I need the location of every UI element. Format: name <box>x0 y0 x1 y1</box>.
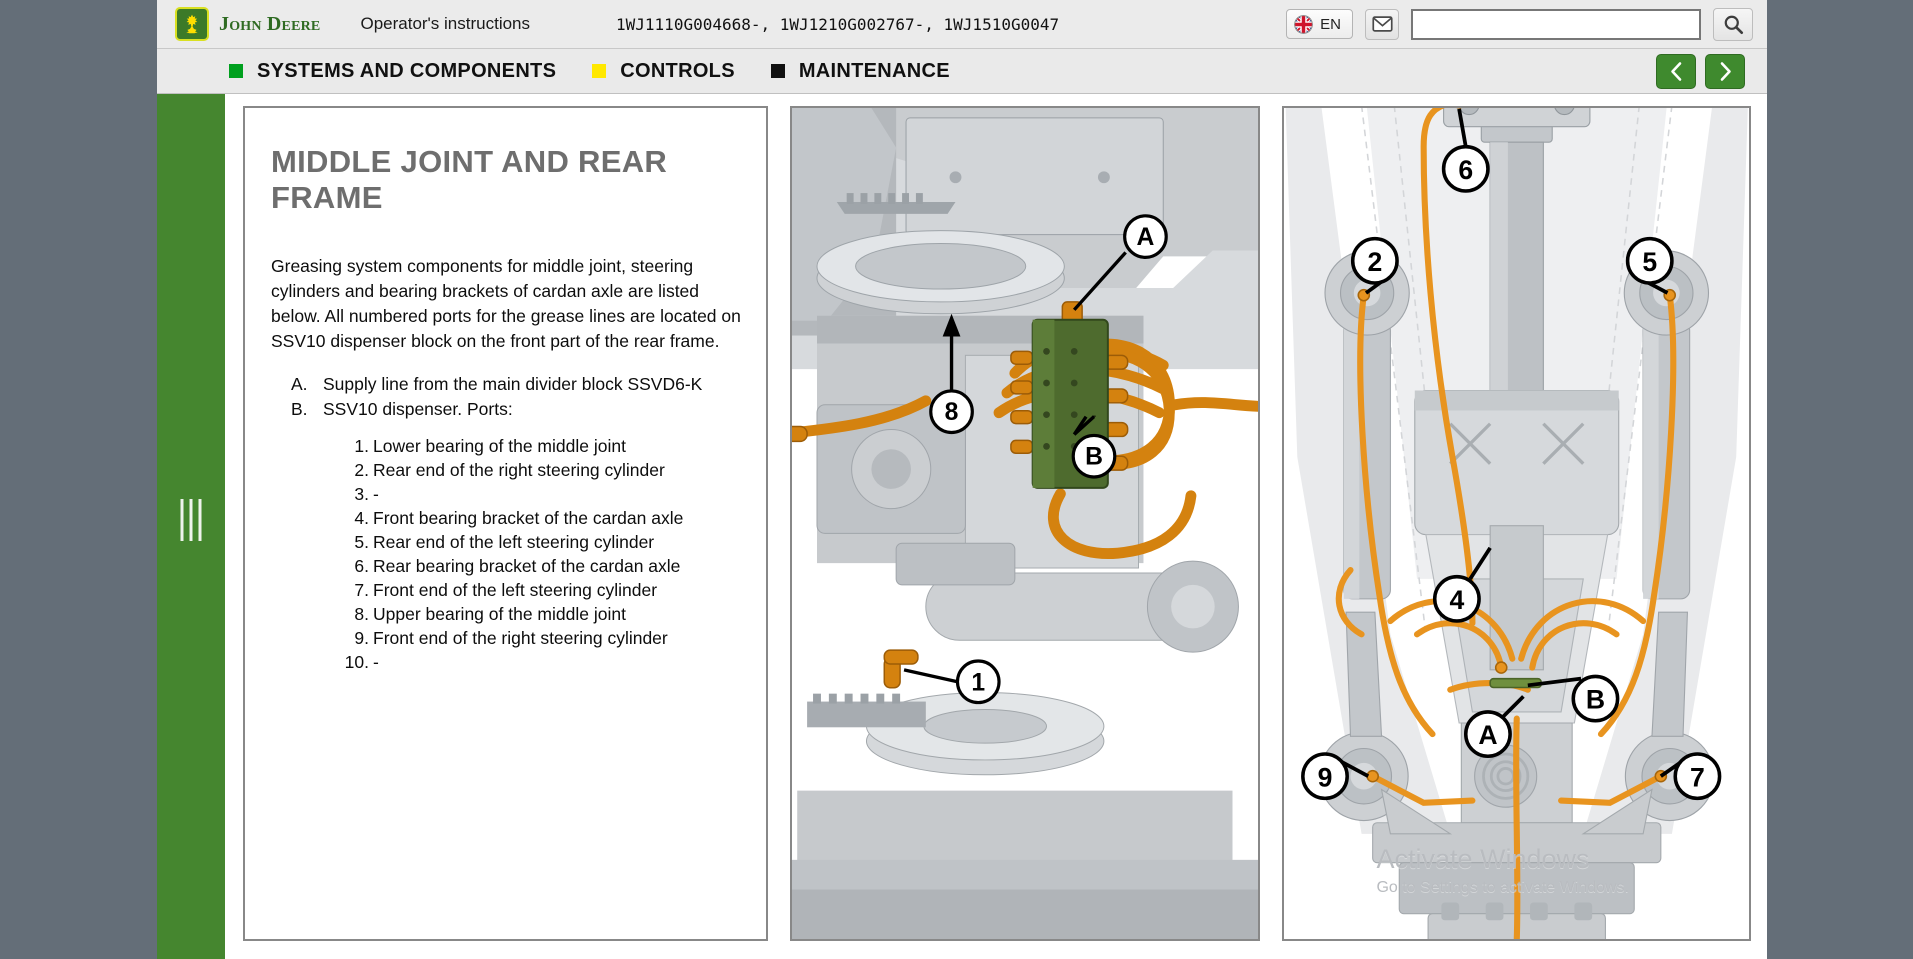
list-text: Supply line from the main divider block … <box>323 373 703 394</box>
list-text: Upper bearing of the middle joint <box>373 603 626 624</box>
text-pane: MIDDLE JOINT AND REAR FRAME Greasing sys… <box>243 106 768 941</box>
deer-logo-icon <box>175 7 209 41</box>
list-text: Front end of the left steering cylinder <box>373 579 658 600</box>
envelope-icon[interactable] <box>1365 8 1399 40</box>
callout-label: 8 <box>945 399 959 426</box>
tab-label: MAINTENANCE <box>798 59 950 82</box>
list-item: 2. Rear end of the right steering cylind… <box>335 459 744 483</box>
list-text: Rear bearing bracket of the cardan axle <box>373 555 681 576</box>
list-marker: B. <box>291 398 308 419</box>
list-text: SSV10 dispenser. Ports: <box>323 398 513 419</box>
list-marker: 9. <box>354 627 369 648</box>
list-text: - <box>373 651 379 672</box>
search-button[interactable] <box>1713 7 1753 41</box>
list-item: 9. Front end of the right steering cylin… <box>335 627 744 651</box>
nav-items: SYSTEMS AND COMPONENTS CONTROLS MAINTENA… <box>157 60 950 83</box>
list-marker: A. <box>291 373 308 394</box>
previous-page-button[interactable] <box>1656 53 1696 89</box>
figure-rear-frame-grease-lines[interactable]: 6 2 5 4 <box>1281 106 1751 941</box>
list-marker: 7. <box>354 579 369 600</box>
list-text: Rear end of the left steering cylinder <box>373 531 655 552</box>
callout-label: 1 <box>971 669 985 696</box>
language-code: EN <box>1320 15 1341 33</box>
tab-label: CONTROLS <box>620 59 735 82</box>
list-item: 1. Lower bearing of the middle joint <box>335 435 744 459</box>
brand[interactable]: John Deere <box>157 7 320 41</box>
callout-label: 6 <box>1458 155 1473 185</box>
callout-label: A <box>1137 224 1155 251</box>
chevron-right-icon <box>1720 61 1731 81</box>
callout-label: B <box>1085 444 1103 471</box>
pager-controls <box>1656 53 1767 89</box>
intro-paragraph: Greasing system components for middle jo… <box>271 255 741 351</box>
sidebar-rail[interactable] <box>157 94 225 959</box>
list-text: Front bearing bracket of the cardan axle <box>373 507 684 528</box>
list-item: 7. Front end of the left steering cylind… <box>335 579 744 603</box>
search-icon <box>1724 15 1743 34</box>
section-navbar: SYSTEMS AND COMPONENTS CONTROLS MAINTENA… <box>157 49 1767 94</box>
document-title: Operator's instructions <box>360 14 531 33</box>
app-header: John Deere Operator's instructions 1WJ11… <box>157 0 1767 49</box>
callout-label: B <box>1585 685 1604 715</box>
chevron-left-icon <box>1670 61 1681 81</box>
page-title: MIDDLE JOINT AND REAR FRAME <box>271 144 668 215</box>
brand-name: John Deere <box>219 12 321 35</box>
port-list: 1. Lower bearing of the middle joint 2. … <box>335 435 744 675</box>
header-actions: EN <box>1286 7 1767 41</box>
content-area: MIDDLE JOINT AND REAR FRAME Greasing sys… <box>157 94 1767 959</box>
list-marker: 3. <box>354 483 369 504</box>
callout-label: 2 <box>1367 247 1382 277</box>
list-marker: 2. <box>354 459 369 480</box>
list-marker: 5. <box>354 531 369 552</box>
figure-middle-joint-dispenser[interactable]: A B 8 1 <box>790 106 1260 941</box>
next-page-button[interactable] <box>1705 53 1745 89</box>
callout-label: 5 <box>1642 247 1657 277</box>
tab-label: SYSTEMS AND COMPONENTS <box>257 59 557 82</box>
list-marker: 10. <box>344 651 369 672</box>
callout-label: 9 <box>1317 762 1332 792</box>
serial-numbers: 1WJ1110G004668-, 1WJ1210G002767-, 1WJ151… <box>616 14 1060 34</box>
document-panes: MIDDLE JOINT AND REAR FRAME Greasing sys… <box>225 94 1767 959</box>
tab-systems-and-components[interactable]: SYSTEMS AND COMPONENTS <box>229 60 556 83</box>
list-marker: 4. <box>354 507 369 528</box>
list-text: - <box>373 483 379 504</box>
list-item: 3. - <box>335 483 744 507</box>
callout-label: 4 <box>1449 585 1464 615</box>
callout-label: A <box>1478 720 1497 750</box>
list-text: Front end of the right steering cylinder <box>373 627 668 648</box>
list-marker: 1. <box>354 435 369 456</box>
list-item: 8. Upper bearing of the middle joint <box>335 603 744 627</box>
app-frame: John Deere Operator's instructions 1WJ11… <box>157 0 1767 959</box>
list-item: 5. Rear end of the left steering cylinde… <box>335 531 744 555</box>
list-item: B. SSV10 dispenser. Ports: <box>291 398 744 422</box>
list-text: Lower bearing of the middle joint <box>373 435 626 456</box>
drag-handle-icon[interactable] <box>180 499 202 541</box>
tab-maintenance[interactable]: MAINTENANCE <box>770 59 950 83</box>
list-item: 4. Front bearing bracket of the cardan a… <box>335 507 744 531</box>
swatch-yellow-icon <box>592 64 607 78</box>
language-selector[interactable]: EN <box>1286 9 1353 39</box>
tab-controls[interactable]: CONTROLS <box>592 60 735 83</box>
list-marker: 6. <box>354 555 369 576</box>
swatch-black-icon <box>770 64 785 78</box>
search-input[interactable] <box>1411 8 1701 40</box>
list-item: 6. Rear bearing bracket of the cardan ax… <box>335 555 744 579</box>
callout-label: 7 <box>1690 762 1705 792</box>
swatch-green-icon <box>229 64 243 78</box>
component-list: A. Supply line from the main divider blo… <box>291 373 744 422</box>
list-marker: 8. <box>354 603 369 624</box>
list-text: Rear end of the right steering cylinder <box>373 459 665 480</box>
list-item: 10. - <box>335 651 744 675</box>
uk-flag-icon <box>1294 14 1313 34</box>
list-item: A. Supply line from the main divider blo… <box>291 373 744 397</box>
